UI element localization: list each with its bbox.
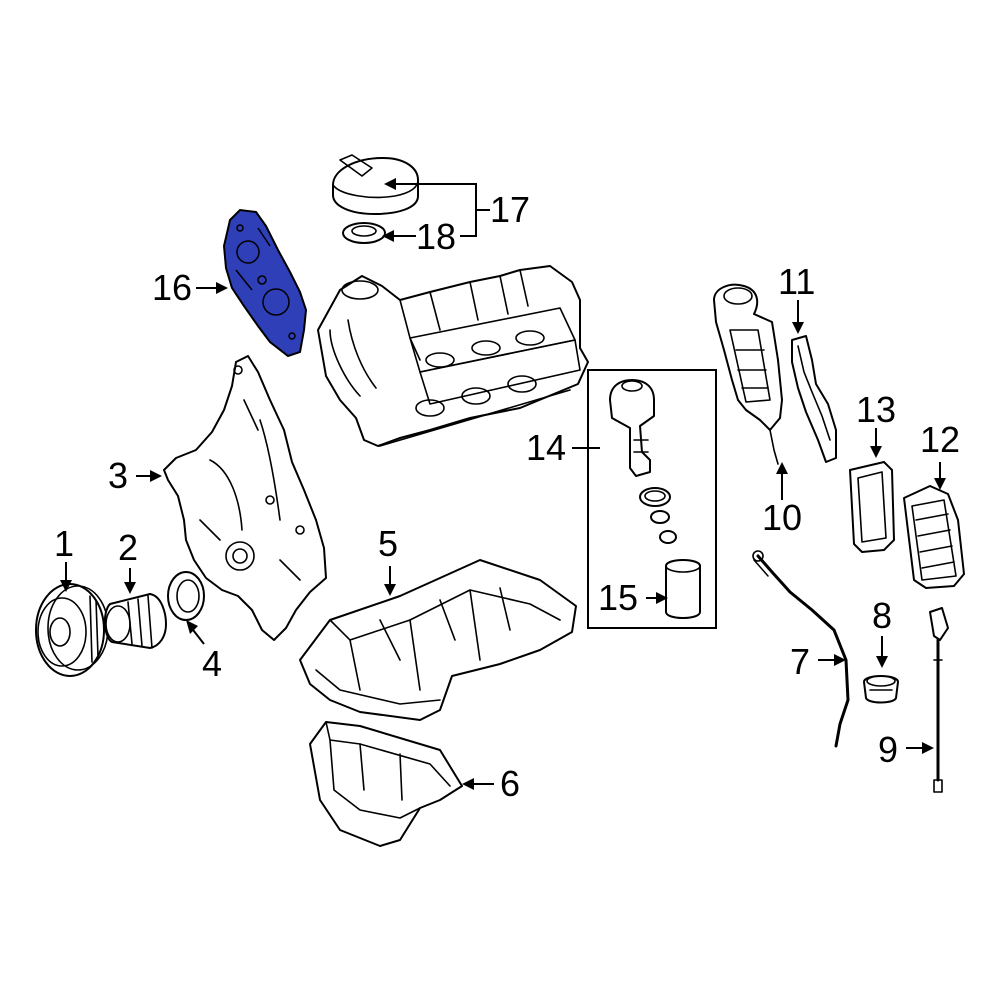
callout-16: 16 — [152, 267, 192, 308]
part-16-highlighted-cover[interactable] — [222, 208, 308, 358]
callout-5: 5 — [378, 523, 398, 564]
callout-1: 1 — [54, 523, 74, 564]
part-9-dipstick[interactable] — [929, 607, 949, 793]
callout-17: 17 — [490, 189, 530, 230]
callout-6: 6 — [500, 763, 520, 804]
callout-2: 2 — [118, 527, 138, 568]
part-14-filter-housing-group[interactable] — [587, 369, 717, 629]
callout-10: 10 — [762, 497, 802, 538]
part-3-timing-cover[interactable] — [163, 355, 327, 641]
callout-18: 18 — [416, 216, 456, 257]
part-8-plug[interactable] — [863, 675, 899, 704]
part-15-oil-filter-element[interactable] — [665, 559, 701, 619]
part-1-pulley[interactable] — [35, 583, 109, 677]
callout-13: 13 — [856, 389, 896, 430]
part-12-oil-cooler[interactable] — [903, 485, 965, 589]
callout-8: 8 — [872, 595, 892, 636]
callout-15: 15 — [598, 577, 638, 618]
callout-9: 9 — [878, 729, 898, 770]
part-10-oil-cooler-housing[interactable] — [713, 283, 783, 465]
part-11-gasket[interactable] — [791, 335, 837, 463]
part-5-upper-oil-pan[interactable] — [299, 559, 577, 721]
part-7-dipstick-tube[interactable] — [752, 550, 850, 748]
leader-lines — [60, 178, 946, 790]
part-18-seal-ring[interactable] — [342, 222, 386, 244]
part-2-damper-hub[interactable] — [104, 593, 167, 649]
callout-3: 3 — [108, 455, 128, 496]
callout-12: 12 — [920, 419, 960, 460]
callout-14: 14 — [526, 427, 566, 468]
callout-4: 4 — [202, 643, 222, 684]
part-13-gasket[interactable] — [849, 461, 895, 553]
part-17-oil-filler-cap[interactable] — [332, 154, 419, 215]
part-14-o-rings[interactable] — [639, 487, 677, 544]
callout-7: 7 — [790, 641, 810, 682]
callout-11: 11 — [778, 261, 815, 302]
engine-block[interactable] — [317, 265, 589, 447]
part-4-seal[interactable] — [167, 571, 205, 621]
part-6-lower-oil-pan[interactable] — [309, 721, 463, 847]
callout-labels: 17 18 16 3 1 2 4 5 6 14 15 11 10 13 12 7… — [54, 189, 960, 804]
